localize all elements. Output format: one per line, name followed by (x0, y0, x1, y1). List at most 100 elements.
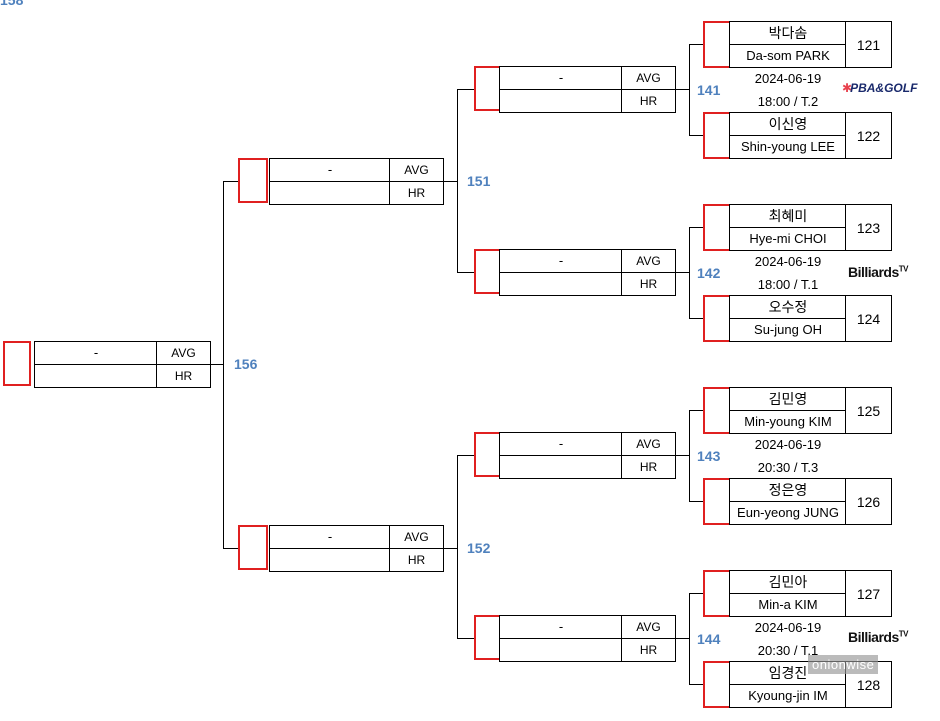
player-name-box: 임경진 Kyoung-jin IM (729, 661, 847, 708)
player-name-english: Su-jung OH (754, 322, 822, 337)
match-time-table: 20:30 / T.3 (757, 460, 819, 475)
seed-box (703, 204, 731, 251)
hr-label: HR (389, 182, 443, 204)
player-name-korean: 김민아 (730, 571, 846, 594)
match-date: 2024-06-19 (754, 71, 822, 86)
player-number: 128 (845, 661, 892, 708)
player-name-korean: 김민영 (730, 388, 846, 411)
connector (689, 410, 703, 411)
match-time-table: 18:00 / T.1 (757, 277, 819, 292)
connector (457, 272, 474, 273)
player-name: - (500, 616, 622, 639)
player-name-korean: 최혜미 (730, 205, 846, 228)
player-card[interactable]: 최혜미 Hye-mi CHOI 123 (703, 204, 892, 251)
connector (223, 548, 238, 549)
player-name-english: Eun-yeong JUNG (737, 505, 839, 520)
player-name: - (500, 433, 622, 456)
player-name: - (35, 342, 157, 365)
player-name-box: 이신영 Shin-young LEE (729, 112, 847, 159)
match-number: 144 (697, 631, 721, 647)
connector (444, 548, 458, 549)
seed-box (703, 21, 731, 68)
player-card[interactable]: 이신영 Shin-young LEE 122 (703, 112, 892, 159)
match-score-box: - AVG HR (499, 432, 676, 479)
connector (223, 181, 238, 182)
seed-box (703, 570, 731, 617)
connector (210, 364, 224, 365)
seed-box (238, 158, 268, 203)
connector (457, 455, 458, 639)
score-cell (500, 90, 622, 112)
player-name: - (270, 526, 390, 549)
billiards-tv-logo: BilliardsTV (848, 629, 908, 645)
pba-golf-logo: ✱PBA&GOLF (842, 81, 918, 95)
seed-box (474, 615, 502, 660)
avg-label: AVG (621, 250, 675, 273)
player-name-english: Shin-young LEE (741, 139, 835, 154)
match-number: 141 (697, 82, 721, 98)
match-number: 152 (467, 540, 491, 556)
player-card[interactable]: 임경진 Kyoung-jin IM 128 (703, 661, 892, 708)
match-number: 156 (234, 356, 258, 372)
connector (457, 89, 474, 90)
player-name-english: Kyoung-jin IM (748, 688, 828, 703)
player-name-english: Min-young KIM (744, 414, 832, 429)
player-card[interactable]: 정은영 Eun-yeong JUNG 126 (703, 478, 892, 525)
final-slot[interactable]: - AVG HR (3, 341, 211, 388)
player-name: - (500, 250, 622, 273)
connector (689, 44, 690, 136)
player-card[interactable]: 오수정 Su-jung OH 124 (703, 295, 892, 342)
connector (457, 455, 474, 456)
connector (676, 638, 690, 639)
match-score-box: - AVG HR (34, 341, 211, 388)
connector (689, 684, 703, 685)
connector (676, 455, 690, 456)
score-cell (270, 549, 390, 571)
player-card[interactable]: 김민아 Min-a KIM 127 (703, 570, 892, 617)
player-name-korean: 오수정 (730, 296, 846, 319)
hr-label: HR (389, 549, 443, 571)
player-name-korean: 임경진 (730, 662, 846, 685)
semi-slot-152[interactable]: - AVG HR (238, 525, 444, 572)
match-number: 143 (697, 448, 721, 464)
match-date: 2024-06-19 (754, 437, 822, 452)
quarter-slot-144[interactable]: - AVG HR (474, 615, 676, 662)
match-score-box: - AVG HR (269, 158, 444, 205)
connector (676, 272, 690, 273)
avg-label: AVG (389, 159, 443, 182)
player-number: 121 (845, 21, 892, 68)
match-time-table: 18:00 / T.2 (757, 94, 819, 109)
avg-label: AVG (389, 526, 443, 549)
score-cell (270, 182, 390, 204)
player-name-korean: 정은영 (730, 479, 846, 502)
semi-slot-151[interactable]: - AVG HR (238, 158, 444, 205)
seed-box (3, 341, 31, 386)
score-cell (500, 273, 622, 295)
match-score-box: - AVG HR (269, 525, 444, 572)
hr-label: HR (621, 90, 675, 112)
seed-box (703, 661, 731, 708)
player-name-box: 김민아 Min-a KIM (729, 570, 847, 617)
avg-label: AVG (156, 342, 210, 365)
quarter-slot-142[interactable]: - AVG HR (474, 249, 676, 296)
player-card[interactable]: 김민영 Min-young KIM 125 (703, 387, 892, 434)
connector (444, 181, 458, 182)
seed-box (474, 249, 502, 294)
connector (689, 593, 703, 594)
player-card[interactable]: 박다솜 Da-som PARK 121 (703, 21, 892, 68)
avg-label: AVG (621, 433, 675, 456)
player-name-english: Min-a KIM (758, 597, 818, 612)
seed-box (703, 478, 731, 525)
player-number: 124 (845, 295, 892, 342)
quarter-slot-141[interactable]: - AVG HR (474, 66, 676, 113)
connector (689, 227, 690, 319)
player-name: - (500, 67, 622, 90)
player-name-korean: 이신영 (730, 113, 846, 136)
player-number: 127 (845, 570, 892, 617)
connector (689, 135, 703, 136)
player-name-box: 오수정 Su-jung OH (729, 295, 847, 342)
quarter-slot-143[interactable]: - AVG HR (474, 432, 676, 479)
player-number: 123 (845, 204, 892, 251)
peacock-icon: ✱ (842, 81, 852, 95)
watermark: onionwise (808, 655, 879, 674)
